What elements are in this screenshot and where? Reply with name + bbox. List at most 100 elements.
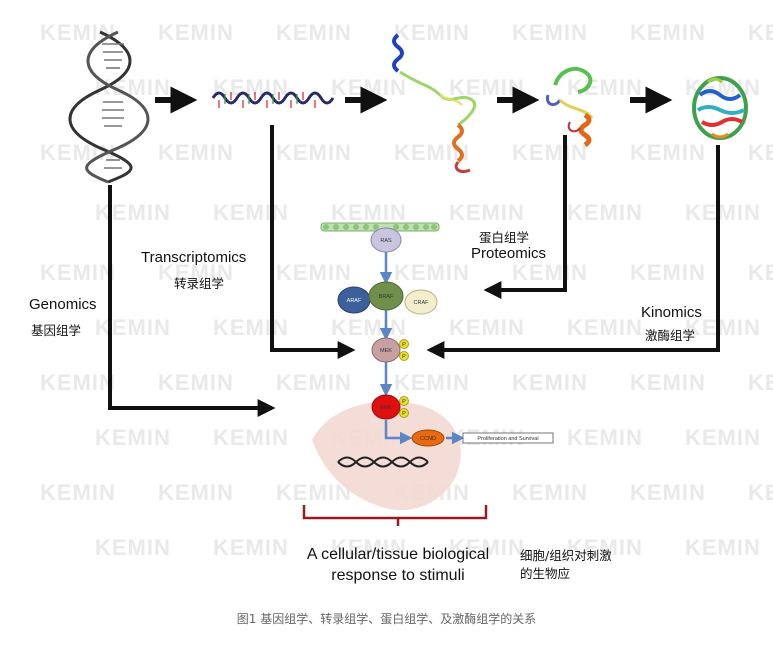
watermark-text: KEMIN xyxy=(685,425,761,450)
watermark-text: KEMIN xyxy=(213,425,289,450)
nuclear-dna-icon xyxy=(337,456,429,468)
watermark-text: KEMIN xyxy=(394,20,470,45)
watermark-text: KEMIN xyxy=(158,140,234,165)
response-cn-line-1: 细胞/组织对刺激 xyxy=(520,548,612,563)
watermark-text: KEMIN xyxy=(512,260,588,285)
watermark-text: KEMIN xyxy=(567,425,643,450)
mrna-strand-icon xyxy=(211,91,335,108)
watermark-text: KEMIN xyxy=(158,20,234,45)
watermark-text: KEMIN xyxy=(213,200,289,225)
watermark-text: KEMIN xyxy=(213,315,289,340)
node-araf: ARAF xyxy=(337,286,371,314)
svg-text:CCND: CCND xyxy=(420,436,436,442)
connector-arrows xyxy=(108,125,720,417)
response-line-1: A cellular/tissue biological xyxy=(306,546,490,563)
watermark-text: KEMIN xyxy=(748,20,773,45)
watermark-text: KEMIN xyxy=(630,480,706,505)
label-proteomics-en: Proteomics xyxy=(471,245,547,262)
protein-chain-icon xyxy=(392,33,477,174)
response-cn-line-2: 的生物应 xyxy=(520,566,571,581)
label-kinomics-cn: 激酶组学 xyxy=(645,328,696,343)
response-label-cn: 细胞/组织对刺激 的生物应 xyxy=(520,547,612,583)
watermark-text: KEMIN xyxy=(331,535,407,560)
watermark-text: KEMIN xyxy=(685,315,761,340)
watermark-text: KEMIN xyxy=(40,260,116,285)
node-craf: CRAF xyxy=(404,289,438,315)
label-transcriptomics-en: Transcriptomics xyxy=(141,249,247,266)
watermark-text: KEMIN xyxy=(394,370,470,395)
watermark-text: KEMIN xyxy=(748,260,773,285)
svg-text:MEK: MEK xyxy=(380,348,392,354)
watermark-text: KEMIN xyxy=(331,315,407,340)
svg-text:P: P xyxy=(402,342,406,348)
watermark-text: KEMIN xyxy=(512,20,588,45)
watermark-text: KEMIN xyxy=(512,140,588,165)
watermark-text: KEMIN xyxy=(748,480,773,505)
node-mek: MEK P P xyxy=(371,337,409,363)
watermark-text: KEMIN xyxy=(40,370,116,395)
watermark-text: KEMIN xyxy=(213,535,289,560)
label-genomics-en: Genomics xyxy=(29,296,97,313)
watermark-text: KEMIN xyxy=(95,425,171,450)
label-genomics-cn: 基因组学 xyxy=(31,323,82,338)
outcome-box: Proliferation and Survival xyxy=(462,432,554,444)
figure-caption: 图1 基因组学、转录组学、蛋白组学、及激酶组学的关系 xyxy=(236,612,537,626)
node-erk: ERK P P xyxy=(371,394,409,420)
watermark-text: KEMIN xyxy=(158,480,234,505)
kinase-protein-icon xyxy=(692,76,748,140)
response-label-en: A cellular/tissue biological response to… xyxy=(298,544,498,586)
watermark-text: KEMIN xyxy=(685,200,761,225)
watermark-text: KEMIN xyxy=(276,20,352,45)
watermark-text: KEMIN xyxy=(394,260,470,285)
watermark-text: KEMIN xyxy=(331,200,407,225)
svg-text:BRAF: BRAF xyxy=(379,294,394,300)
watermark-text: KEMIN xyxy=(276,260,352,285)
response-line-2: response to stimuli xyxy=(331,567,465,584)
watermark-text: KEMIN xyxy=(512,480,588,505)
label-proteomics-cn: 蛋白组学 xyxy=(479,230,530,245)
label-transcriptomics-cn: 转录组学 xyxy=(174,276,225,291)
watermark-text: KEMIN xyxy=(630,260,706,285)
svg-text:P: P xyxy=(402,411,406,417)
watermark-text: KEMIN xyxy=(276,370,352,395)
dna-helix-icon xyxy=(68,30,150,184)
watermark-text: KEMIN xyxy=(748,140,773,165)
watermark-text: KEMIN xyxy=(567,75,643,100)
folded-protein-icon xyxy=(545,66,594,148)
watermark-text: KEMIN xyxy=(567,535,643,560)
watermark-text: KEMIN xyxy=(748,370,773,395)
watermark-text: KEMIN xyxy=(40,140,116,165)
watermark-text: KEMIN xyxy=(630,20,706,45)
svg-text:CRAF: CRAF xyxy=(414,300,430,306)
watermark-text: KEMIN xyxy=(449,315,525,340)
node-braf: BRAF xyxy=(368,281,404,311)
watermark-text: KEMIN xyxy=(40,480,116,505)
cell-region xyxy=(312,401,461,511)
svg-text:ERK: ERK xyxy=(380,405,392,411)
svg-text:RAS: RAS xyxy=(380,238,392,244)
node-ccnd: CCND xyxy=(411,429,445,447)
watermark-text: KEMIN xyxy=(158,260,234,285)
response-bracket xyxy=(302,505,488,526)
watermark-text: KEMIN xyxy=(276,140,352,165)
watermark-text: KEMIN xyxy=(685,535,761,560)
watermark-text: KEMIN xyxy=(95,315,171,340)
label-kinomics-en: Kinomics xyxy=(641,304,702,321)
watermark-text: KEMIN xyxy=(512,370,588,395)
svg-text:ARAF: ARAF xyxy=(347,298,362,304)
pathway-arrows xyxy=(379,252,465,445)
watermark-text: KEMIN xyxy=(630,370,706,395)
watermark-text: KEMIN xyxy=(567,200,643,225)
watermark-text: KEMIN xyxy=(394,140,470,165)
watermark-text: KEMIN xyxy=(331,75,407,100)
watermark-text: KEMIN xyxy=(449,535,525,560)
watermark-text: KEMIN xyxy=(276,480,352,505)
svg-text:P: P xyxy=(402,399,406,405)
watermark-text: KEMIN xyxy=(95,200,171,225)
watermark-text: KEMIN xyxy=(630,140,706,165)
svg-text:Proliferation and Survival: Proliferation and Survival xyxy=(477,436,538,442)
watermark-text: KEMIN xyxy=(449,200,525,225)
watermark-text: KEMIN xyxy=(449,75,525,100)
node-ras: RAS xyxy=(370,227,402,253)
